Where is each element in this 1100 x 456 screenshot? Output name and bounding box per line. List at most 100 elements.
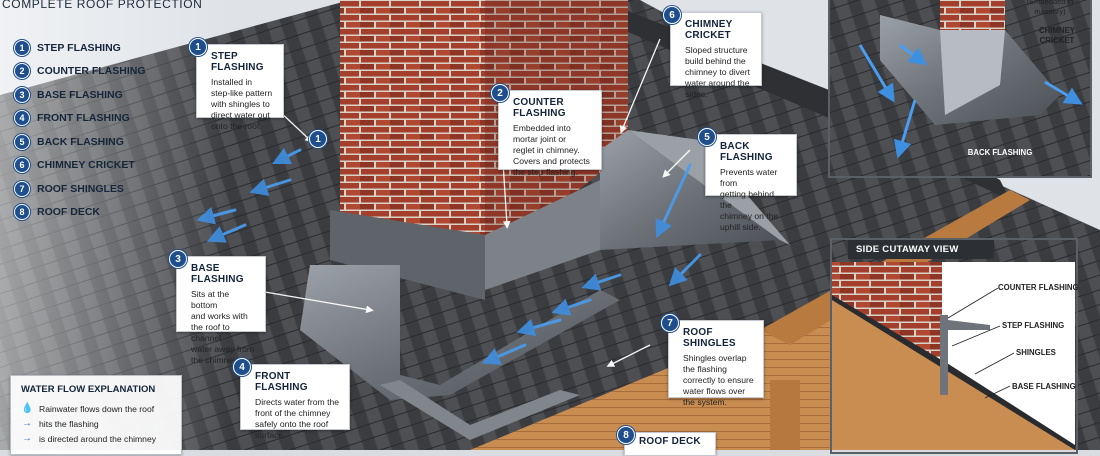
callout-line: the roof to channel bbox=[191, 322, 230, 343]
callout-body: Embedded into mortar joint or reglet in … bbox=[513, 123, 593, 178]
callout-line: the system. bbox=[683, 397, 727, 407]
number-badge: 6 bbox=[663, 6, 681, 24]
legend-item-base-flashing: 3 BASE FLASHING bbox=[14, 83, 146, 107]
callout-line: Prevents water from bbox=[720, 167, 778, 188]
side-label-counter: COUNTER FLASHING bbox=[998, 283, 1079, 292]
water-flow-row: → is directed around the chimney bbox=[21, 431, 171, 446]
legend-label: COUNTER FLASHING bbox=[37, 65, 146, 78]
number-badge: 5 bbox=[14, 133, 30, 150]
water-flow-text: is directed around the chimney bbox=[39, 433, 157, 444]
legend-label: BACK FLASHING bbox=[37, 135, 124, 148]
cricket-label-line: CRICKET bbox=[1039, 36, 1075, 45]
water-flow-title: WATER FLOW EXPLANATION bbox=[21, 384, 156, 395]
callout-line: Shingles overlap bbox=[683, 353, 747, 363]
callout-front-flashing: 4 FRONT FLASHING Directs water from the … bbox=[233, 358, 350, 440]
callout-body: Prevents water from getting behind the c… bbox=[720, 167, 788, 233]
callout-line: direct water out bbox=[211, 110, 270, 120]
inset-top-frame bbox=[828, 0, 1092, 178]
number-badge: 1 bbox=[189, 38, 207, 56]
callout-line: with shingles to bbox=[211, 99, 270, 109]
callout-line: safely onto the roof bbox=[255, 419, 329, 429]
callout-title: CHIMNEY CRICKET bbox=[685, 19, 733, 41]
number-badge: 3 bbox=[14, 86, 30, 103]
callout-line: step-like pattern bbox=[211, 88, 273, 98]
callout-title: BASE FLASHING bbox=[191, 263, 244, 285]
callout-base-flashing: 3 BASE FLASHING Sits at the bottom and w… bbox=[169, 250, 266, 365]
side-cutaway-heading: SIDE CUTAWAY VIEW bbox=[848, 240, 994, 259]
arrow-right-icon: → bbox=[22, 433, 32, 444]
callout-line: chimney to divert bbox=[685, 67, 750, 77]
embedded-note: (Embedded in masonry) bbox=[1026, 0, 1074, 16]
number-badge: 8 bbox=[617, 426, 635, 444]
callout-line: uphill side. bbox=[720, 222, 761, 232]
side-label-shingles: SHINGLES bbox=[1016, 348, 1056, 357]
legend-item-step-flashing: 1 STEP FLASHING bbox=[14, 36, 146, 60]
number-badge: 7 bbox=[661, 314, 679, 332]
inset-top-illustration bbox=[830, 0, 1090, 176]
number-badge: 5 bbox=[698, 128, 716, 146]
callout-line: Embedded into bbox=[513, 123, 571, 133]
callout-counter-flashing: 2 COUNTER FLASHING Embedded into mortar … bbox=[491, 84, 602, 177]
callout-line: onto the roof. bbox=[211, 121, 262, 131]
water-flow-text: hits the flashing bbox=[39, 418, 99, 429]
side-label-step: STEP FLASHING bbox=[1002, 321, 1065, 330]
callout-line: Directs water from the bbox=[255, 397, 340, 407]
side-cutaway-frame bbox=[830, 238, 1078, 454]
side-cutaway-illustration bbox=[832, 262, 1075, 450]
side-label-base: BASE FLASHING bbox=[1012, 382, 1076, 391]
callout-line: water flows over bbox=[683, 386, 746, 396]
number-badge: 3 bbox=[169, 250, 187, 268]
callout-title: BACK FLASHING bbox=[720, 141, 773, 163]
callout-line: correctly to ensure bbox=[683, 375, 754, 385]
callout-title: ROOF SHINGLES bbox=[683, 327, 736, 349]
number-badge: 6 bbox=[14, 157, 30, 174]
callout-back-flashing: 5 BACK FLASHING Prevents water from gett… bbox=[698, 128, 797, 232]
callout-line: the flashing bbox=[683, 364, 727, 374]
legend-label: ROOF DECK bbox=[37, 206, 100, 219]
callout-title: STEP FLASHING bbox=[211, 51, 264, 73]
number-badge: 4 bbox=[233, 358, 251, 376]
number-badge: 1 bbox=[14, 39, 30, 56]
cricket-label-line: CHIMNEY bbox=[1039, 26, 1075, 35]
callout-step-flashing: 1 STEP FLASHING Installed in step-like p… bbox=[189, 38, 284, 131]
number-badge: 7 bbox=[14, 180, 30, 197]
callout-line: Installed in bbox=[211, 77, 253, 87]
callout-roof-deck: 8 ROOF DECK bbox=[617, 426, 716, 456]
callout-line: getting behind the bbox=[720, 189, 774, 210]
arrow-right-icon: → bbox=[22, 418, 32, 429]
marker-1: 1 bbox=[309, 130, 327, 148]
legend-item-back-flashing: 5 BACK FLASHING bbox=[14, 130, 146, 154]
callout-line: surface. bbox=[255, 430, 286, 440]
callout-line: and works with bbox=[191, 311, 248, 321]
drop-icon: 💧 bbox=[21, 403, 34, 414]
legend-label: FRONT FLASHING bbox=[37, 112, 130, 125]
callout-line: reglet in chimney. bbox=[513, 145, 580, 155]
number-badge: 4 bbox=[14, 110, 30, 127]
callout-line: front of the chimney bbox=[255, 408, 331, 418]
water-flow-text: Rainwater flows down the roof bbox=[39, 403, 155, 414]
number-badge: 2 bbox=[491, 84, 509, 102]
legend-label: STEP FLASHING bbox=[37, 41, 121, 54]
page-title: COMPLETE ROOF PROTECTION bbox=[2, 0, 203, 11]
water-flow-row: 💧 Rainwater flows down the roof bbox=[21, 401, 171, 416]
legend-label: BASE FLASHING bbox=[37, 88, 123, 101]
callout-line: mortar joint or bbox=[513, 134, 567, 144]
callout-chimney-cricket: 6 CHIMNEY CRICKET Sloped structure build… bbox=[663, 6, 762, 99]
water-flow-arrows bbox=[196, 147, 702, 365]
cricket-label: CHIMNEY CRICKET bbox=[1032, 26, 1082, 46]
callout-line: water around the bbox=[685, 78, 750, 88]
callout-body: Shingles overlap the flashing correctly … bbox=[683, 353, 755, 408]
callout-line: the step flashing. bbox=[513, 167, 578, 177]
water-flow-row: → hits the flashing bbox=[21, 416, 171, 431]
callout-body: Sits at the bottom and works with the ro… bbox=[191, 289, 257, 366]
callout-line: sides. bbox=[685, 89, 708, 99]
callout-title: FRONT FLASHING bbox=[255, 371, 308, 393]
callout-roof-shingles: 7 ROOF SHINGLES Shingles overlap the fla… bbox=[661, 314, 764, 407]
callout-body: Installed in step-like pattern with shin… bbox=[211, 77, 275, 132]
callout-line: chimney on the bbox=[720, 211, 779, 221]
